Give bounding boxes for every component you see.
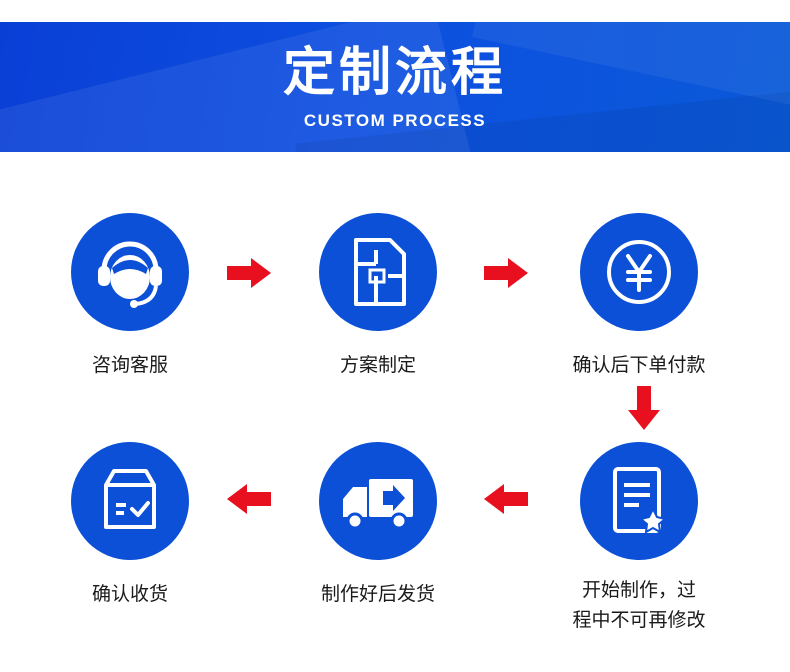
step-consult: 咨询客服 [30,213,230,379]
step-circle [319,442,437,560]
floor-plan-icon [354,238,406,306]
arrow-right-icon [484,258,528,288]
step-label: 确认后下单付款 [572,354,706,376]
step-receive: 确认收货 [30,442,230,608]
step-circle [71,442,189,560]
arrow-right-icon [227,258,271,288]
step-label: 咨询客服 [91,354,168,376]
page-subtitle: CUSTOM PROCESS [303,111,487,130]
step-label: 确认收货 [91,583,168,605]
step-label-line1: 开始制作，过 [581,579,696,601]
yen-icon [607,240,671,304]
headset-agent-icon [98,241,162,308]
step-production: 开始制作，过 程中不可再修改 [539,442,739,634]
arrow-down-icon [628,386,660,430]
step-circle [319,213,437,331]
step-label-line2: 程中不可再修改 [572,609,706,631]
delivery-truck-icon [343,479,413,530]
arrow-left-icon [484,484,528,514]
document-edit-icon [613,467,668,534]
step-plan: 方案制定 [278,213,478,379]
step-label: 方案制定 [339,354,416,376]
arrow-left-icon [227,484,271,514]
package-received-icon [104,469,156,529]
step-circle [580,442,698,560]
step-circle [71,213,189,331]
header-banner: 定制流程 CUSTOM PROCESS [0,22,790,152]
step-shipping: 制作好后发货 [278,442,478,608]
step-payment: 确认后下单付款 [539,213,739,379]
page-title: 定制流程 [282,43,507,103]
step-circle [580,213,698,331]
step-label: 制作好后发货 [320,583,435,605]
